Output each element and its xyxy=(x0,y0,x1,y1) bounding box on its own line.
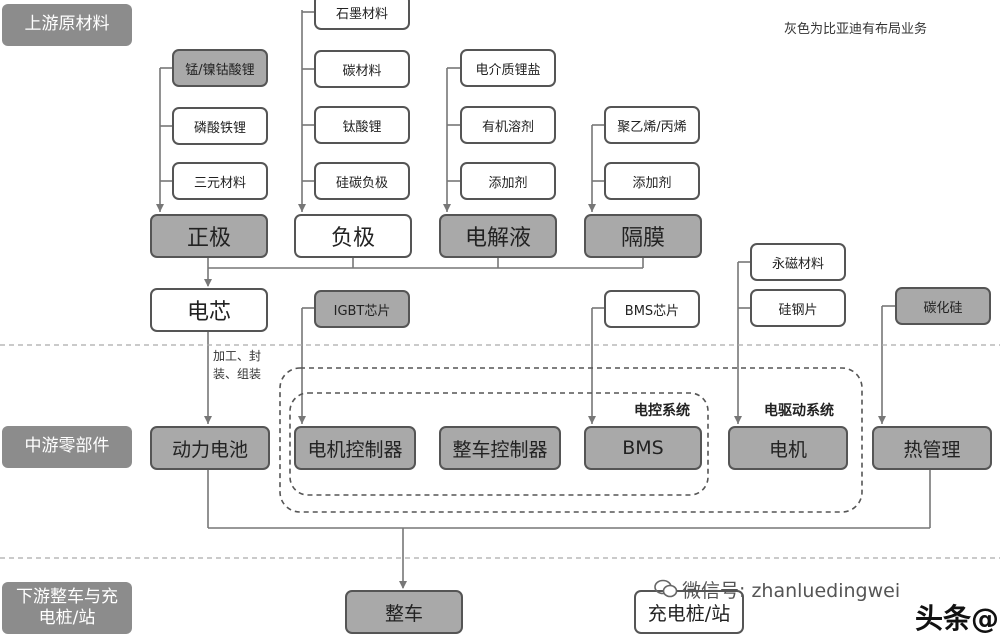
material-electrolyte-2: 有机溶剂 xyxy=(460,106,556,144)
legend-note: 灰色为比亚迪有布局业务 xyxy=(784,22,928,37)
tier-label-midstream: 中游零部件 xyxy=(2,426,132,468)
material-separator-1: 聚乙烯/丙烯 xyxy=(604,106,700,144)
component-sic: 碳化硅 xyxy=(895,287,991,325)
material-cathode-1: 锰/镍钴酸锂 xyxy=(172,49,268,87)
component-igbt-chip: IGBT芯片 xyxy=(314,290,410,328)
watermark-wechat: 微信号: zhanluedingwei xyxy=(682,580,901,602)
material-separator-2: 添加剂 xyxy=(604,162,700,200)
component-cell: 电芯 xyxy=(150,288,268,332)
material-anode-2: 碳材料 xyxy=(314,50,410,88)
part-motor: 电机 xyxy=(728,426,848,470)
material-anode-4: 硅碳负极 xyxy=(314,162,410,200)
material-cathode-3: 三元材料 xyxy=(172,162,268,200)
part-motor-controller: 电机控制器 xyxy=(294,426,416,470)
wechat-icon xyxy=(654,579,678,599)
downstream-vehicle: 整车 xyxy=(345,590,463,634)
part-power-battery: 动力电池 xyxy=(150,426,270,470)
process-note: 加工、封装、组装 xyxy=(213,349,262,381)
component-cathode: 正极 xyxy=(150,214,268,258)
material-anode-1: 石墨材料 xyxy=(314,0,410,30)
group-label-electric-drive: 电驱动系统 xyxy=(764,403,834,419)
part-thermal-management: 热管理 xyxy=(872,426,992,470)
material-electrolyte-1: 电介质锂盐 xyxy=(460,49,556,87)
component-anode: 负极 xyxy=(294,214,412,258)
downstream-charging-station: 充电桩/站 xyxy=(634,590,744,634)
part-vehicle-controller: 整车控制器 xyxy=(439,426,561,470)
material-magnet-1: 永磁材料 xyxy=(750,243,846,281)
watermark-toutiao: 头条@ xyxy=(915,602,1000,635)
material-cathode-2: 磷酸铁锂 xyxy=(172,107,268,145)
tier-label-upstream: 上游原材料 xyxy=(2,4,132,46)
material-electrolyte-3: 添加剂 xyxy=(460,162,556,200)
component-separator: 隔膜 xyxy=(584,214,702,258)
component-bms-chip: BMS芯片 xyxy=(604,290,700,328)
material-magnet-2: 硅钢片 xyxy=(750,289,846,327)
tier-label-downstream: 下游整车与充电桩/站 xyxy=(2,582,132,634)
material-anode-3: 钛酸锂 xyxy=(314,106,410,144)
component-electrolyte: 电解液 xyxy=(439,214,557,258)
part-bms: BMS xyxy=(584,426,702,470)
group-label-electric-control: 电控系统 xyxy=(634,403,690,419)
